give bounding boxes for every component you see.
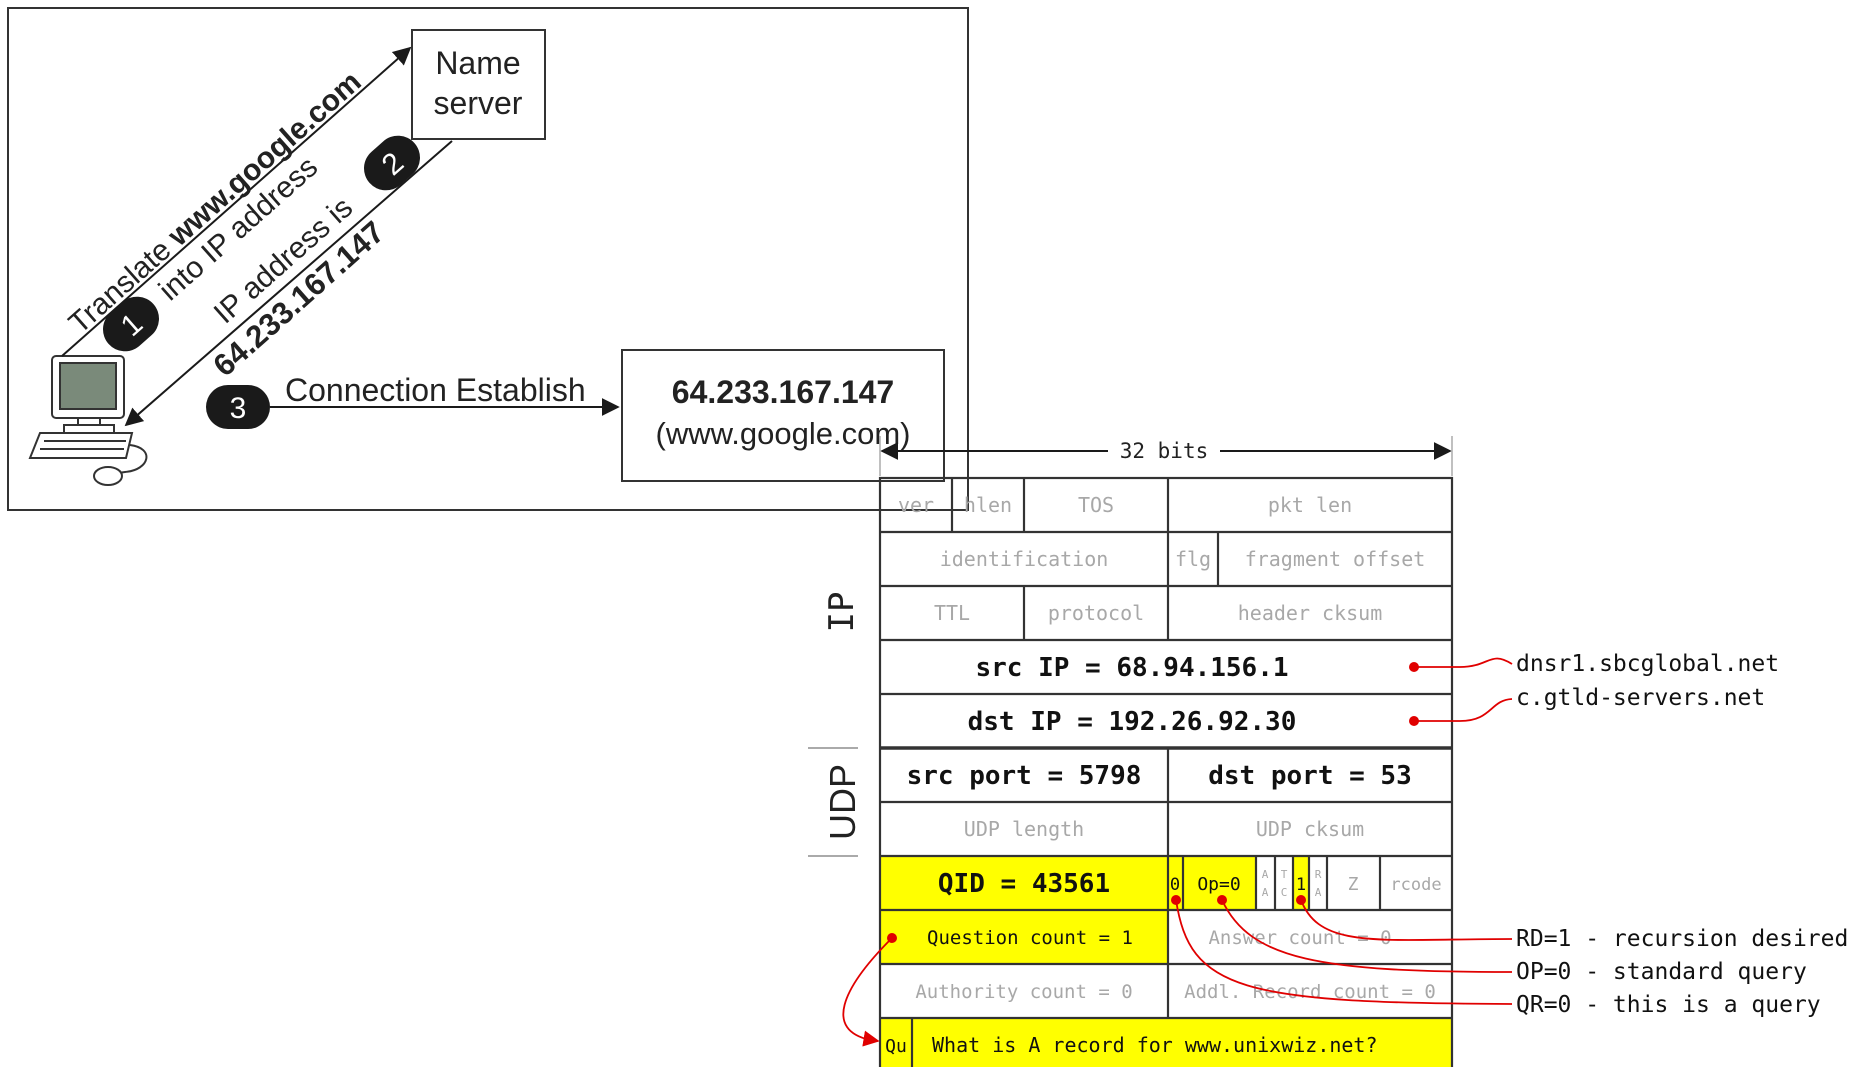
step3-text: Connection Establish	[285, 372, 586, 408]
field-udp-cksum: UDP cksum	[1256, 817, 1364, 841]
step3-badge: 3	[206, 385, 270, 429]
annotation-rd: RD=1 - recursion desired	[1516, 926, 1848, 952]
field-ver: ver	[898, 493, 934, 517]
field-dst-ip: dst IP = 192.26.92.30	[968, 707, 1297, 737]
flag-rd: 1	[1296, 875, 1306, 895]
field-rcode: rcode	[1390, 875, 1441, 895]
field-qid: QID = 43561	[938, 869, 1110, 899]
field-flg: flg	[1175, 547, 1211, 571]
field-z: Z	[1348, 874, 1359, 895]
field-question-count: Question count = 1	[927, 927, 1133, 949]
name-server-label-2: server	[434, 85, 523, 121]
field-tos: TOS	[1078, 493, 1114, 517]
question-count-arrow	[866, 1039, 878, 1041]
flag-tc-2: C	[1281, 886, 1288, 899]
target-host: (www.google.com)	[656, 416, 911, 451]
flag-qr: 0	[1170, 875, 1180, 895]
flag-ra-1: R	[1315, 868, 1322, 881]
svg-text:3: 3	[230, 392, 247, 425]
target-ip: 64.233.167.147	[672, 374, 894, 410]
name-server-label-1: Name	[435, 45, 520, 81]
annotation-src-host: dnsr1.sbcglobal.net	[1516, 651, 1779, 677]
bits-label: 32 bits	[1120, 439, 1209, 463]
field-opcode: Op=0	[1197, 874, 1240, 895]
section-udp-label: UDP	[822, 764, 863, 840]
annotation-qr: QR=0 - this is a query	[1516, 992, 1821, 1018]
field-qu: Qu	[885, 1036, 907, 1057]
field-identification: identification	[940, 547, 1109, 571]
field-pkt-len: pkt len	[1268, 493, 1352, 517]
field-authority-count: Authority count = 0	[915, 981, 1132, 1003]
field-src-ip: src IP = 68.94.156.1	[975, 653, 1288, 683]
flag-ra-2: A	[1315, 886, 1322, 899]
field-hlen: hlen	[964, 493, 1012, 517]
annotation-dst-host: c.gtld-servers.net	[1516, 685, 1765, 711]
field-header-cksum: header cksum	[1238, 601, 1383, 625]
field-src-port: src port = 5798	[907, 761, 1142, 791]
annotation-op: OP=0 - standard query	[1516, 959, 1807, 985]
field-ttl: TTL	[934, 601, 970, 625]
field-question: What is A record for www.unixwiz.net?	[932, 1033, 1378, 1057]
field-addl-count: Addl. Record count = 0	[1184, 981, 1436, 1003]
flag-tc-1: T	[1281, 868, 1288, 881]
field-fragment-offset: fragment offset	[1245, 547, 1426, 571]
flag-aa-2: A	[1262, 886, 1269, 899]
flag-aa-1: A	[1262, 868, 1269, 881]
section-ip-label: IP	[822, 592, 862, 633]
field-dst-port: dst port = 53	[1208, 761, 1412, 791]
field-udp-length: UDP length	[964, 817, 1084, 841]
field-protocol: protocol	[1048, 601, 1144, 625]
